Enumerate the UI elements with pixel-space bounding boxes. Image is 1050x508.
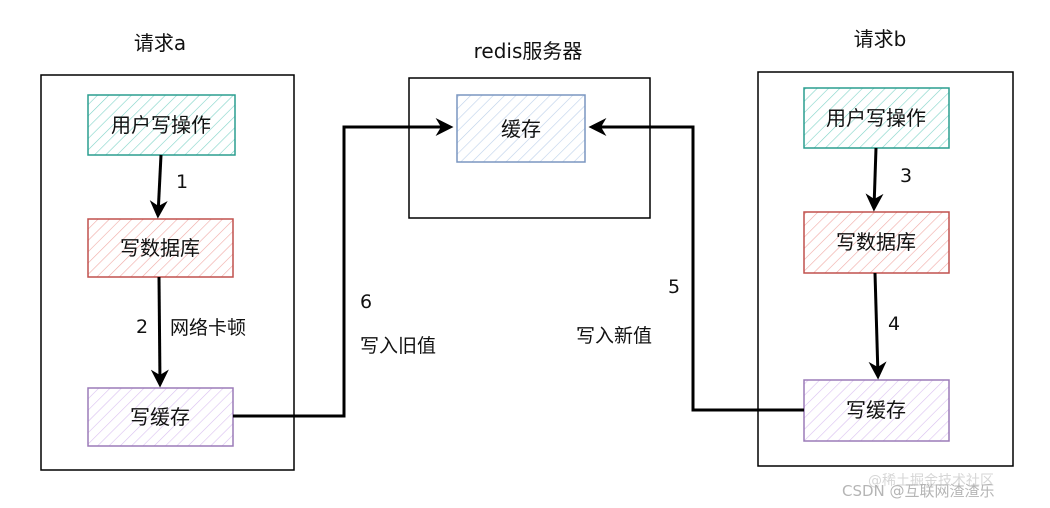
- node-cache-label: 缓存: [501, 117, 541, 141]
- edge-step4: [868, 272, 887, 380]
- edge-label-step6: 6: [360, 291, 372, 313]
- group-title-redis: redis服务器: [474, 39, 583, 63]
- edge-step5: [588, 118, 804, 412]
- node-cache: 缓存: [456, 94, 586, 163]
- node-a-write-db-label: 写数据库: [120, 236, 200, 260]
- edge-step6: [233, 118, 454, 418]
- node-b-write-db-label: 写数据库: [836, 230, 916, 254]
- watermark-behind: @稀土掘金技术社区: [868, 473, 994, 489]
- group-request-a-frame: [40, 74, 295, 471]
- edge-label-step4: 4: [888, 313, 900, 335]
- edge-label-step6-note: 写入旧值: [360, 335, 436, 357]
- edge-step1: [149, 154, 168, 219]
- group-request-b-frame: [757, 71, 1014, 467]
- watermark: CSDN @互联网渣渣乐: [842, 482, 995, 500]
- node-a-user-write: 用户写操作: [87, 94, 236, 156]
- node-a-user-write-label: 用户写操作: [111, 113, 211, 137]
- group-title-request-b: 请求b: [854, 27, 907, 51]
- node-a-write-db: 写数据库: [87, 218, 234, 278]
- node-b-write-db: 写数据库: [803, 211, 950, 274]
- node-b-write-cache: 写缓存: [803, 379, 950, 442]
- edge-step2: [150, 276, 169, 388]
- edge-label-step2: 2: [136, 316, 148, 338]
- node-b-user-write: 用户写操作: [803, 87, 950, 149]
- edge-label-step1: 1: [176, 171, 188, 193]
- node-b-user-write-label: 用户写操作: [826, 106, 926, 130]
- group-redis-frame: [408, 77, 651, 219]
- group-title-request-a: 请求a: [134, 31, 186, 55]
- edge-label-step3: 3: [900, 165, 912, 187]
- edge-label-step2-note: 网络卡顿: [170, 317, 246, 339]
- edge-label-step5-note: 写入新值: [576, 325, 652, 347]
- edge-label-step5: 5: [668, 276, 680, 298]
- node-a-write-cache: 写缓存: [87, 387, 234, 447]
- node-a-write-cache-label: 写缓存: [130, 405, 190, 429]
- node-b-write-cache-label: 写缓存: [846, 398, 906, 422]
- edge-step3: [865, 147, 884, 212]
